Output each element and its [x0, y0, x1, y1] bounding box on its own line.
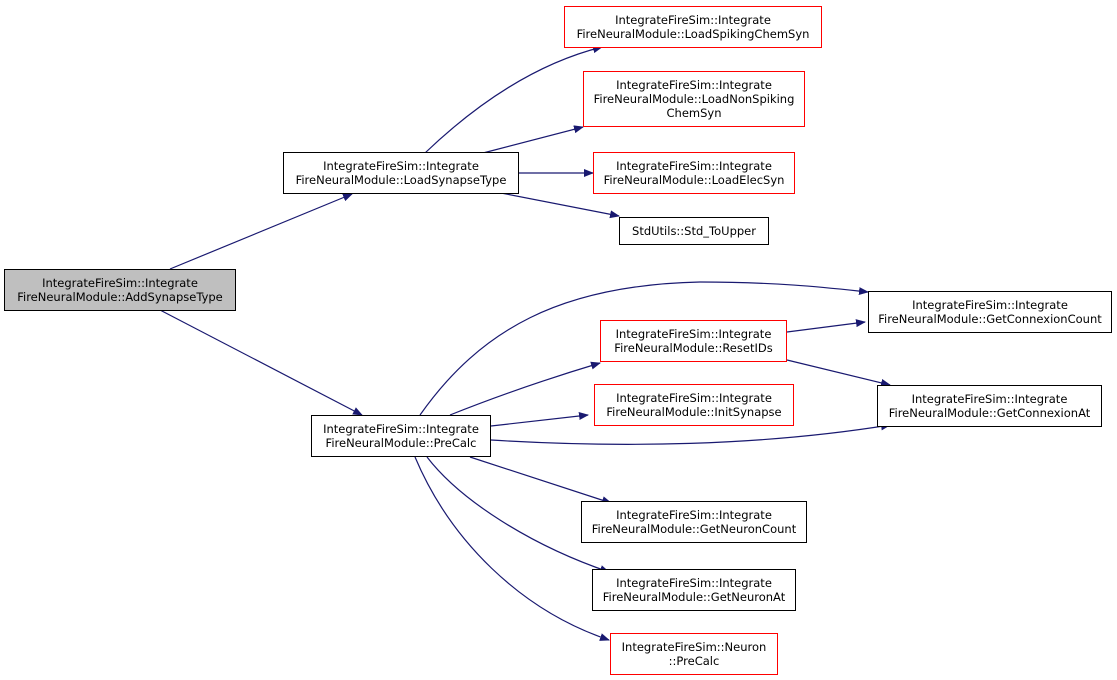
node-get-neuron-at[interactable]: IntegrateFireSim::Integrate FireNeuralMo…	[592, 569, 796, 611]
edge-precalc-to-getneuroncount	[469, 456, 612, 505]
node-add-synapse-type: IntegrateFireSim::Integrate FireNeuralMo…	[4, 269, 236, 311]
edge-resetids-to-getconnexioncount	[786, 319, 866, 333]
edge-addsynapsetype-to-loadsynapsetype	[169, 193, 353, 270]
node-get-neuron-count-line-2: FireNeuralModule::GetNeuronCount	[591, 522, 797, 536]
node-load-non-spiking-chem-syn-line-3: ChemSyn	[666, 106, 722, 120]
edge-resetids-to-getconnexionat	[786, 359, 891, 387]
edge-precalc-to-initsynapse	[490, 412, 589, 427]
edge-addsynapsetype-to-precalc	[159, 309, 363, 416]
node-get-neuron-count[interactable]: IntegrateFireSim::Integrate FireNeuralMo…	[581, 501, 807, 543]
node-load-elec-syn[interactable]: IntegrateFireSim::Integrate FireNeuralMo…	[593, 152, 795, 194]
edge-loadsynapsetype-to-loadspikingchemsyn	[424, 45, 603, 154]
node-load-non-spiking-chem-syn-line-2: FireNeuralModule::LoadNonSpiking	[593, 92, 795, 106]
node-add-synapse-type-line-1: IntegrateFireSim::Integrate	[42, 276, 198, 290]
node-get-connexion-count[interactable]: IntegrateFireSim::Integrate FireNeuralMo…	[868, 291, 1112, 333]
node-load-elec-syn-line-2: FireNeuralModule::LoadElecSyn	[603, 173, 785, 187]
node-get-connexion-at-line-1: IntegrateFireSim::Integrate	[911, 392, 1068, 406]
node-load-non-spiking-chem-syn[interactable]: IntegrateFireSim::Integrate FireNeuralMo…	[583, 71, 805, 127]
node-get-connexion-count-line-2: FireNeuralModule::GetConnexionCount	[878, 312, 1102, 326]
node-pre-calc-line-2: FireNeuralModule::PreCalc	[325, 436, 477, 450]
node-get-connexion-at-line-2: FireNeuralModule::GetConnexionAt	[888, 406, 1091, 420]
edge-precalc-to-neuronprecalc	[414, 456, 610, 641]
node-load-elec-syn-line-1: IntegrateFireSim::Integrate	[616, 159, 772, 173]
edge-loadsynapsetype-to-loadnonspikingchemsyn	[482, 125, 584, 154]
node-load-synapse-type[interactable]: IntegrateFireSim::Integrate FireNeuralMo…	[283, 152, 519, 194]
node-reset-ids[interactable]: IntegrateFireSim::Integrate FireNeuralMo…	[600, 320, 787, 362]
edge-precalc-to-getconnexioncount	[419, 281, 869, 416]
node-get-neuron-at-line-2: FireNeuralModule::GetNeuronAt	[602, 590, 786, 604]
node-get-neuron-at-line-1: IntegrateFireSim::Integrate	[616, 576, 772, 590]
node-neuron-pre-calc-line-2: ::PreCalc	[668, 654, 720, 668]
node-load-spiking-chem-syn[interactable]: IntegrateFireSim::Integrate FireNeuralMo…	[564, 6, 822, 48]
node-pre-calc-line-1: IntegrateFireSim::Integrate	[323, 422, 479, 436]
node-init-synapse-line-1: IntegrateFireSim::Integrate	[616, 391, 772, 405]
edge-precalc-to-getneuronat	[426, 456, 610, 573]
node-get-connexion-count-line-1: IntegrateFireSim::Integrate	[912, 298, 1068, 312]
node-reset-ids-line-2: FireNeuralModule::ResetIDs	[614, 341, 773, 355]
node-load-spiking-chem-syn-line-2: FireNeuralModule::LoadSpikingChemSyn	[576, 27, 810, 41]
node-load-synapse-type-line-2: FireNeuralModule::LoadSynapseType	[295, 173, 507, 187]
node-add-synapse-type-line-2: FireNeuralModule::AddSynapseType	[17, 290, 223, 304]
edge-loadsynapsetype-to-stdtoupper	[500, 192, 620, 219]
node-neuron-pre-calc[interactable]: IntegrateFireSim::Neuron ::PreCalc	[610, 633, 778, 675]
node-load-non-spiking-chem-syn-line-1: IntegrateFireSim::Integrate	[616, 78, 772, 92]
node-neuron-pre-calc-line-1: IntegrateFireSim::Neuron	[621, 640, 767, 654]
node-init-synapse-line-2: FireNeuralModule::InitSynapse	[606, 405, 782, 419]
node-get-connexion-at[interactable]: IntegrateFireSim::Integrate FireNeuralMo…	[877, 385, 1102, 427]
node-load-synapse-type-line-1: IntegrateFireSim::Integrate	[323, 159, 479, 173]
node-load-spiking-chem-syn-line-1: IntegrateFireSim::Integrate	[615, 13, 771, 27]
node-std-to-upper[interactable]: StdUtils::Std_ToUpper	[619, 217, 769, 245]
node-get-neuron-count-line-1: IntegrateFireSim::Integrate	[616, 508, 772, 522]
node-init-synapse[interactable]: IntegrateFireSim::Integrate FireNeuralMo…	[594, 384, 794, 426]
node-std-to-upper-line-1: StdUtils::Std_ToUpper	[632, 224, 756, 238]
node-reset-ids-line-1: IntegrateFireSim::Integrate	[615, 327, 772, 341]
node-pre-calc[interactable]: IntegrateFireSim::Integrate FireNeuralMo…	[311, 415, 491, 457]
edge-precalc-to-getconnexionat	[490, 422, 891, 445]
edge-precalc-to-resetids	[449, 361, 601, 416]
